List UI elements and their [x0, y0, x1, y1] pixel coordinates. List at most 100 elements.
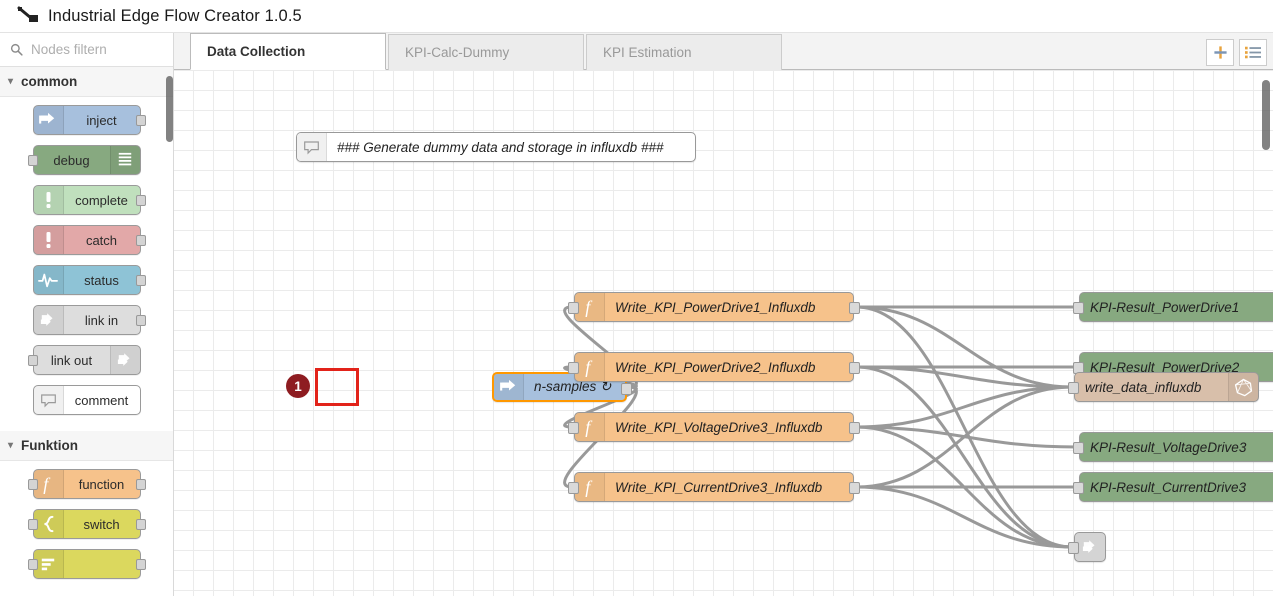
canvas-node-fn4[interactable]: f Write_KPI_CurrentDrive3_Influxdb — [568, 472, 860, 502]
node-output-port[interactable] — [621, 383, 632, 395]
link-icon — [1075, 533, 1105, 561]
canvas-node-label: Write_KPI_CurrentDrive3_Influxdb — [615, 479, 823, 495]
inject-icon — [494, 374, 524, 400]
node-output-port[interactable] — [135, 519, 146, 530]
node-input-port[interactable] — [1073, 302, 1084, 314]
node-output-port[interactable] — [135, 195, 146, 206]
node-input-port[interactable] — [27, 519, 38, 530]
flow-logo-icon — [17, 6, 38, 22]
wire — [855, 365, 1073, 389]
node-output-port[interactable] — [849, 302, 860, 314]
palette-node-link-out[interactable]: link out — [27, 345, 141, 375]
tab-label: Data Collection — [207, 44, 306, 59]
palette-node-complete[interactable]: complete — [32, 185, 146, 215]
node-input-port[interactable] — [1073, 482, 1084, 494]
palette-category-common[interactable]: ▾common — [0, 67, 173, 97]
wire — [855, 425, 1073, 549]
palette-search-bar[interactable] — [0, 33, 173, 67]
wire — [855, 385, 1073, 489]
palette-node-label: link out — [50, 352, 93, 368]
comment-node[interactable]: ### Generate dummy data and storage in i… — [296, 132, 696, 162]
palette-node-label: catch — [85, 232, 118, 248]
node-input-port[interactable] — [568, 362, 579, 374]
node-output-port[interactable] — [135, 235, 146, 246]
tab-kpi-calc-dummy[interactable]: KPI-Calc-Dummy — [388, 34, 584, 70]
canvas-node-label: n-samples ↻ — [534, 379, 612, 394]
node-input-port[interactable] — [1073, 442, 1084, 454]
node-output-port[interactable] — [135, 559, 146, 570]
canvas-node-linkout[interactable] — [1068, 532, 1106, 562]
palette-node-unnamed[interactable] — [27, 549, 146, 579]
node-output-port[interactable] — [135, 315, 146, 326]
palette-node-label: inject — [86, 112, 117, 128]
node-output-port[interactable] — [849, 362, 860, 374]
function-icon: f — [575, 413, 605, 441]
node-input-port[interactable] — [568, 482, 579, 494]
influxdb-icon — [1228, 373, 1258, 401]
wire — [855, 365, 1073, 549]
link-icon — [109, 346, 140, 374]
node-output-port[interactable] — [135, 115, 146, 126]
add-flow-button[interactable] — [1206, 39, 1234, 66]
annotation-step-badge: 1 — [286, 374, 310, 398]
tab-kpi-estimation[interactable]: KPI Estimation — [586, 34, 782, 70]
canvas-node-res4[interactable]: KPI-Result_CurrentDrive3 — [1073, 472, 1273, 502]
canvas-node-label: Write_KPI_VoltageDrive3_Influxdb — [615, 419, 823, 435]
page-title: Industrial Edge Flow Creator 1.0.5 — [48, 6, 302, 25]
node-input-port[interactable] — [27, 559, 38, 570]
canvas-node-res3[interactable]: KPI-Result_VoltageDrive3 — [1073, 432, 1273, 462]
canvas-node-label: Write_KPI_PowerDrive2_Influxdb — [615, 359, 816, 375]
node-output-port[interactable] — [135, 479, 146, 490]
switch-icon — [33, 510, 64, 538]
search-input[interactable] — [29, 41, 159, 58]
tab-actions — [1206, 39, 1273, 69]
canvas-node-influx[interactable]: write_data_influxdb — [1068, 372, 1259, 402]
node-input-port[interactable] — [27, 479, 38, 490]
node-input-port[interactable] — [27, 355, 38, 366]
palette-node-debug[interactable]: debug — [27, 145, 141, 175]
node-output-port[interactable] — [849, 482, 860, 494]
palette-node-comment[interactable]: comment — [32, 385, 141, 415]
node-input-port[interactable] — [568, 422, 579, 434]
svg-text:f: f — [585, 478, 593, 497]
palette-node-label: comment — [74, 392, 129, 408]
palette-category-list: ▾common inject debug complete catch status lin… — [0, 67, 173, 595]
tab-data-collection[interactable]: Data Collection — [190, 33, 386, 70]
canvas-node-inject[interactable]: n-samples ↻ — [492, 372, 632, 402]
palette-scrollbar[interactable] — [166, 76, 173, 142]
palette-node-link-in[interactable]: link in — [32, 305, 146, 335]
palette-node-switch[interactable]: switch — [27, 509, 146, 539]
canvas-node-res1[interactable]: KPI-Result_PowerDrive1 — [1073, 292, 1273, 322]
canvas-node-label: write_data_influxdb — [1085, 379, 1202, 395]
node-input-port[interactable] — [1068, 542, 1079, 554]
chevron-down-icon: ▾ — [8, 75, 14, 87]
wire — [855, 305, 1073, 549]
palette-category-label: Funktion — [21, 438, 79, 453]
node-output-port[interactable] — [135, 275, 146, 286]
canvas-node-fn3[interactable]: f Write_KPI_VoltageDrive3_Influxdb — [568, 412, 860, 442]
wire — [855, 425, 1078, 449]
palette-node-catch[interactable]: catch — [32, 225, 146, 255]
palette-node-label: debug — [53, 152, 90, 168]
palette-node-inject[interactable]: inject — [32, 105, 146, 135]
palette-node-label: status — [84, 272, 119, 288]
node-input-port[interactable] — [568, 302, 579, 314]
node-input-port[interactable] — [27, 155, 38, 166]
link-icon — [33, 306, 64, 334]
node-output-port[interactable] — [849, 422, 860, 434]
palette-category-funktion[interactable]: ▾Funktion — [0, 431, 173, 461]
flow-canvas[interactable]: ### Generate dummy data and storage in i… — [174, 70, 1273, 596]
wire — [855, 385, 1073, 429]
canvas-vertical-scrollbar[interactable] — [1262, 80, 1270, 150]
flow-list-button[interactable] — [1239, 39, 1267, 66]
node-palette: ▾common inject debug complete catch status lin… — [0, 33, 174, 596]
node-input-port[interactable] — [1068, 382, 1079, 394]
palette-node-status[interactable]: status — [32, 265, 146, 295]
svg-text:f: f — [43, 475, 51, 494]
